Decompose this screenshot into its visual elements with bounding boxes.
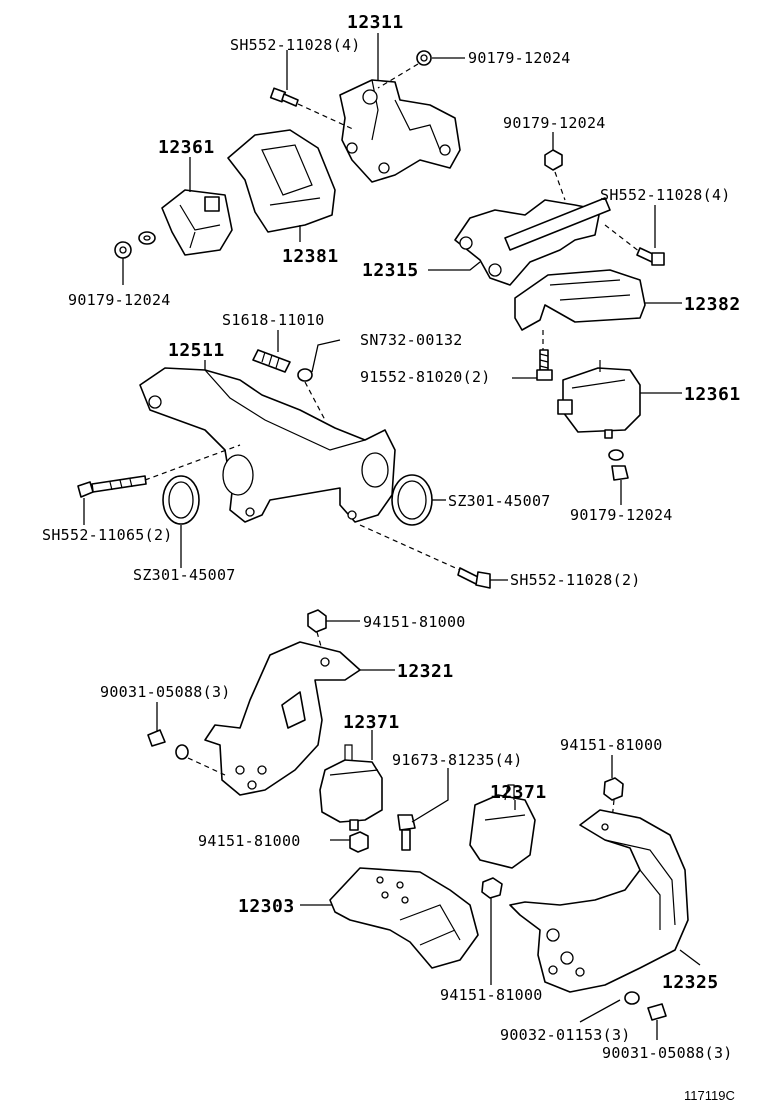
label-90032: 90032-01153(3) [500,1026,631,1044]
nut-90179-left [114,231,156,259]
label-12381: 12381 [282,246,339,267]
label-90031-left: 90031-05088(3) [100,683,231,701]
label-94151-top: 94151-81000 [363,613,466,631]
insulator-12381 [227,129,336,233]
label-91552: 91552-81020(2) [360,368,491,386]
bracket-12382 [514,269,646,331]
spacer-sz301-left [162,475,200,525]
label-sz301-left: SZ301-45007 [133,566,236,584]
nut-94151-bottom [481,877,503,899]
label-sh552-11028-2: SH552-11028(2) [510,571,641,589]
part-labels: 12311 SH552-11028(4) 90179-12024 12361 1… [42,12,741,1103]
label-94151-right: 94151-81000 [560,736,663,754]
label-12315: 12315 [362,260,419,281]
label-12511: 12511 [168,340,225,361]
label-12361-left: 12361 [158,137,215,158]
mount-12371-a [319,744,383,831]
spacer-sz301-right [391,474,433,526]
bolt-sh552-right [636,247,665,266]
mount-12361-left [161,189,233,256]
nut-94151-right [603,777,624,801]
nut-90179-right-bottom [608,449,629,481]
label-sz301-right: SZ301-45007 [448,492,551,510]
nut-94151-top [307,609,327,633]
bracket-12321 [204,641,361,796]
bolt-sh552-11028-2 [457,567,491,589]
nut-90179-top [416,50,432,66]
bracket-12303 [329,867,479,969]
label-sn732: SN732-00132 [360,331,463,349]
bracket-12325 [509,809,689,993]
bracket-12311 [339,79,461,183]
label-90179-left: 90179-12024 [68,291,171,309]
label-12325: 12325 [662,972,719,993]
label-12311: 12311 [347,12,404,33]
label-12321: 12321 [397,661,454,682]
label-91673: 91673-81235(4) [392,751,523,769]
stud-s1618 [252,349,291,373]
bolt-sh552-top [269,87,299,107]
mount-12361-right [557,360,641,439]
label-12371-a: 12371 [343,712,400,733]
nut-90179-right-top [544,149,563,171]
crossmember-12511 [139,367,396,523]
label-12371-b: 12371 [490,782,547,803]
label-12382: 12382 [684,294,741,315]
bolt-91552 [536,349,553,381]
illustration-code: 117119C [684,1088,735,1103]
label-94151-bottom: 94151-81000 [440,986,543,1004]
mount-12371-b [469,784,536,869]
label-90179-right-top: 90179-12024 [503,114,606,132]
bolt-91673 [397,814,416,851]
washer-90032 [624,991,640,1005]
leader-lines [83,33,701,1040]
label-90179-top-left: 90179-12024 [468,49,571,67]
nut-94151-mid [349,831,369,853]
bolt-90031-left [147,729,189,760]
label-sh552-11028-4-right: SH552-11028(4) [600,186,731,204]
bolt-90031-bottom [647,1003,667,1021]
label-sh552-11065: SH552-11065(2) [42,526,173,544]
ring-sn732 [297,368,313,382]
label-90031-bottom: 90031-05088(3) [602,1044,733,1062]
label-sh552-11028-4-top: SH552-11028(4) [230,36,361,54]
label-94151-mid: 94151-81000 [198,832,301,850]
bolt-sh552-11065 [77,475,147,498]
bracket-12315 [454,197,611,286]
label-90179-right-bottom: 90179-12024 [570,506,673,524]
label-s1618: S1618-11010 [222,311,325,329]
label-12303: 12303 [238,896,295,917]
label-12361-right: 12361 [684,384,741,405]
